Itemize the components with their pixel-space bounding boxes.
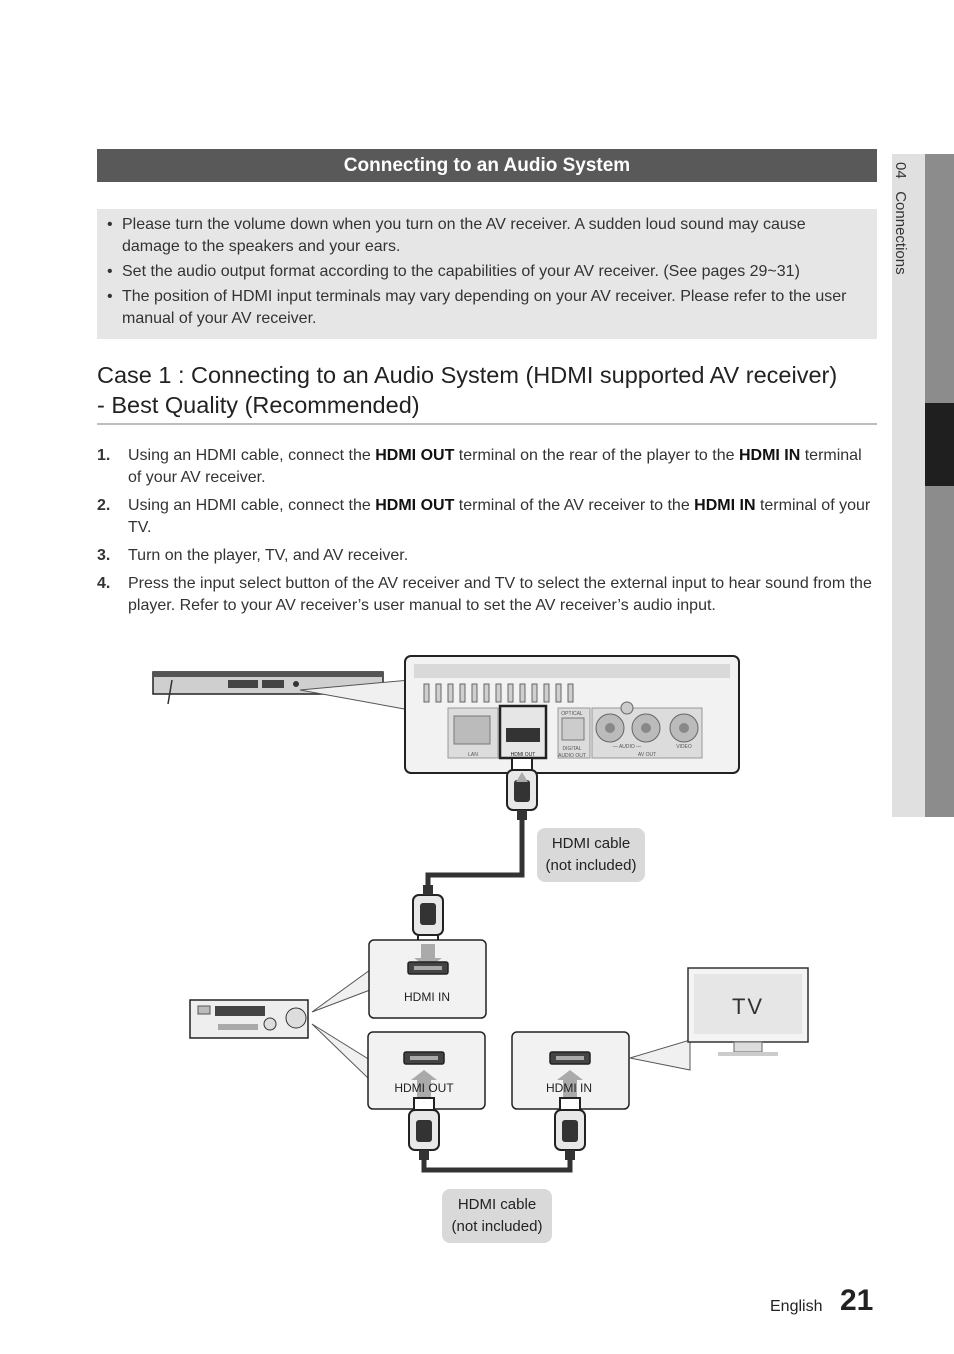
cable-label-1-line-1: HDMI cable	[552, 835, 630, 852]
cable-label-2-line-1: HDMI cable	[458, 1196, 536, 1213]
chapter-side-tab	[892, 154, 925, 817]
receiver-hdmi-out-label: HDMI OUT	[394, 1081, 454, 1095]
case-title-line-1: Case 1 : Connecting to an Audio System (…	[97, 362, 838, 388]
section-title: Connecting to an Audio System	[97, 149, 877, 182]
step-text: Turn on the player, TV, and AV receiver.	[128, 547, 409, 564]
receiver-hdmi-in-label: HDMI IN	[404, 990, 450, 1004]
receiver-hdmi-in-panel: HDMI IN	[368, 939, 487, 1019]
audio-label: — AUDIO —	[613, 744, 641, 750]
title-divider	[97, 423, 877, 425]
player-rear-panel: LAN HDMI OUT OPTICAL DIGITAL AUDIO OUT —…	[404, 655, 740, 774]
chapter-side-marker	[925, 403, 954, 486]
step-item: 4. Press the input select button of the …	[97, 573, 879, 617]
step-number: 1.	[97, 447, 111, 464]
step-term: HDMI IN	[694, 497, 756, 514]
step-text: Press the input select button of the AV …	[128, 575, 872, 614]
step-text: terminal of your TV.	[128, 497, 871, 536]
step-term: HDMI IN	[738, 447, 801, 464]
step-term: HDMI OUT	[375, 447, 455, 464]
step-item: 3. Turn on the player, TV, and AV receiv…	[97, 545, 879, 567]
step-item: 2. Using an HDMI cable, connect the HDMI…	[97, 495, 879, 539]
case-title-line-2: - Best Quality (Recommended)	[97, 392, 420, 418]
step-text: terminal of the AV receiver to the	[454, 497, 695, 514]
step-text: Using an HDMI cable, connect the	[128, 497, 376, 514]
cable-label-1: HDMI cable (not included)	[537, 828, 645, 882]
page-number: 21	[840, 1284, 874, 1317]
note-item: Set the audio output format according to…	[107, 261, 857, 283]
step-number: 4.	[97, 575, 111, 592]
tv-illustration: TV	[687, 967, 809, 1056]
footer-language: English	[770, 1298, 823, 1315]
note-item: The position of HDMI input terminals may…	[107, 286, 857, 330]
notes-box: Please turn the volume down when you tur…	[97, 209, 877, 339]
lan-label: LAN	[468, 752, 478, 758]
digital-label: DIGITAL	[562, 746, 581, 752]
step-text: terminal of your AV receiver.	[128, 447, 862, 486]
panel-hdmi-out-label: HDMI OUT	[511, 752, 536, 758]
av-receiver-illustration	[189, 999, 309, 1039]
step-text: terminal on the rear of the player to th…	[454, 447, 739, 464]
note-item: Please turn the volume down when you tur…	[107, 214, 857, 258]
cable-label-1-line-2: (not included)	[546, 857, 637, 874]
video-label: VIDEO	[676, 744, 692, 750]
av-out-label: AV OUT	[638, 752, 656, 758]
step-number: 2.	[97, 497, 111, 514]
receiver-hdmi-out-panel: HDMI OUT	[367, 1031, 486, 1110]
step-number: 3.	[97, 547, 111, 564]
cable-label-2: HDMI cable (not included)	[442, 1189, 552, 1243]
optical-label: OPTICAL	[561, 711, 583, 717]
step-item: 1. Using an HDMI cable, connect the HDMI…	[97, 445, 879, 489]
cable-label-2-line-2: (not included)	[452, 1218, 543, 1235]
step-text: Using an HDMI cable, connect the	[128, 447, 376, 464]
steps-list: 1. Using an HDMI cable, connect the HDMI…	[97, 445, 879, 623]
step-term: HDMI OUT	[375, 497, 455, 514]
hdmi-cable-1	[412, 757, 538, 948]
audio-out-label: AUDIO OUT	[558, 753, 586, 759]
tv-hdmi-in-label: HDMI IN	[546, 1081, 592, 1095]
hdmi-cable-2	[408, 1097, 586, 1173]
case-title: Case 1 : Connecting to an Audio System (…	[97, 360, 877, 420]
tv-label: TV	[732, 994, 764, 1019]
